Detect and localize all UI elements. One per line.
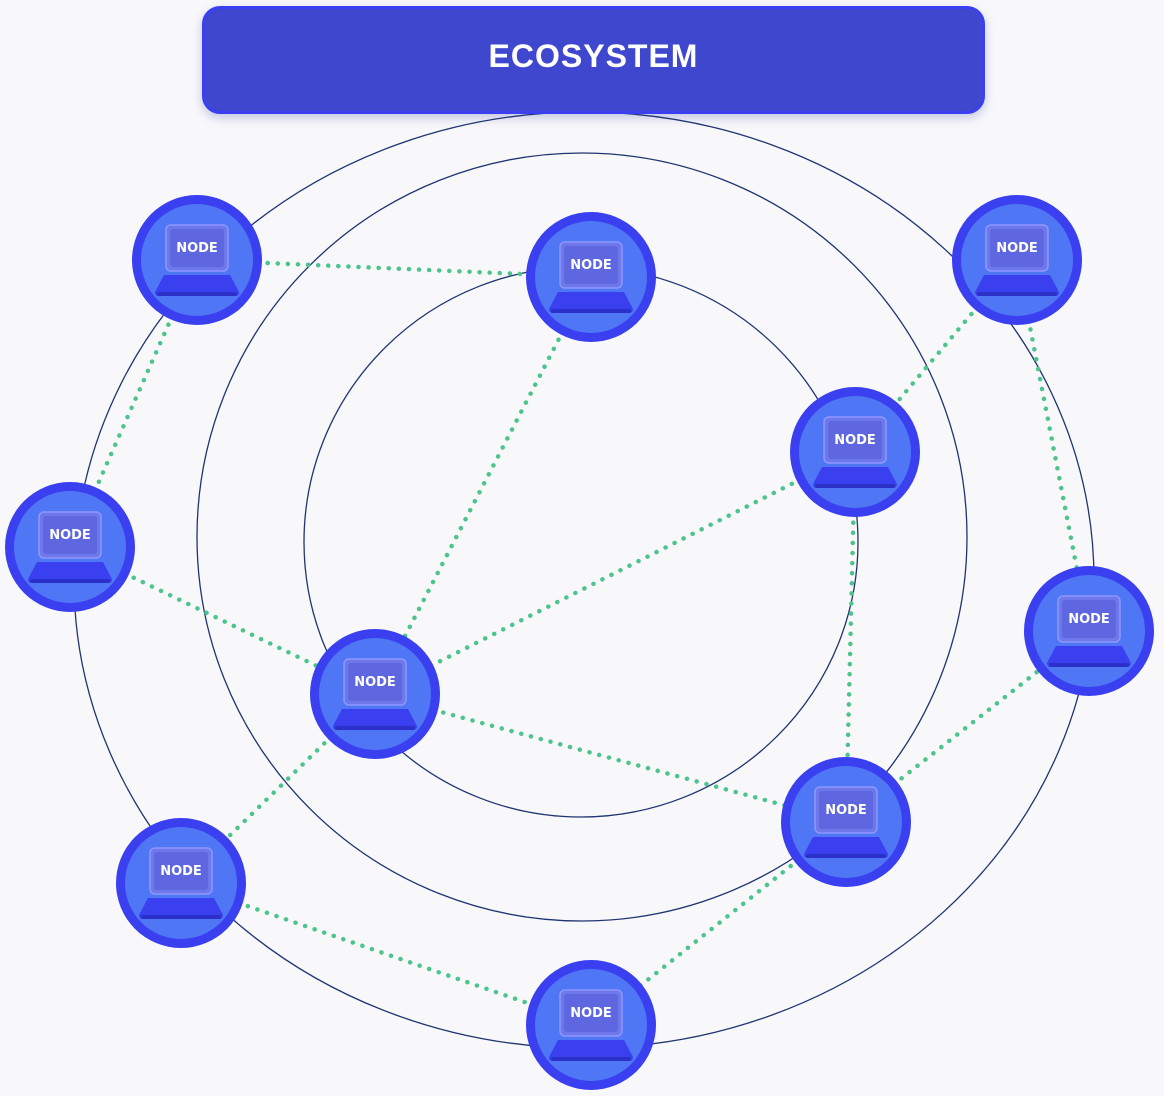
node-label: NODE	[354, 675, 396, 690]
link-n6-n8	[372, 691, 849, 825]
laptop-icon	[28, 511, 112, 583]
page-title: ECOSYSTEM	[488, 37, 699, 74]
node-label: NODE	[570, 1006, 612, 1021]
node-6[interactable]: NODE	[310, 629, 440, 759]
laptop-icon	[155, 224, 239, 296]
node-3[interactable]: NODE	[952, 195, 1082, 325]
node-5[interactable]: NODE	[790, 387, 920, 517]
link-n2-n6	[372, 274, 594, 697]
laptop-icon	[549, 241, 633, 313]
node-2[interactable]: NODE	[526, 212, 656, 342]
node-label: NODE	[176, 241, 218, 256]
link-n7-n10	[178, 880, 594, 1028]
node-label: NODE	[49, 528, 91, 543]
node-label: NODE	[834, 433, 876, 448]
node-4[interactable]: NODE	[5, 482, 135, 612]
title-banner: ECOSYSTEM	[202, 6, 985, 114]
node-9[interactable]: NODE	[1024, 566, 1154, 696]
node-label: NODE	[570, 258, 612, 273]
orbit-ring-2	[196, 152, 968, 922]
laptop-icon	[975, 224, 1059, 296]
node-label: NODE	[1068, 612, 1110, 627]
node-label: NODE	[160, 864, 202, 879]
laptop-icon	[139, 847, 223, 919]
node-label: NODE	[825, 803, 867, 818]
node-10[interactable]: NODE	[526, 960, 656, 1090]
node-7[interactable]: NODE	[116, 818, 246, 948]
laptop-icon	[813, 416, 897, 488]
node-1[interactable]: NODE	[132, 195, 262, 325]
laptop-icon	[549, 989, 633, 1061]
node-group: NODE NODE NODE NODE NODE NODE NODE NODE NODE NODE	[5, 195, 1154, 1090]
node-label: NODE	[996, 241, 1038, 256]
node-8[interactable]: NODE	[781, 757, 911, 887]
laptop-icon	[1047, 595, 1131, 667]
laptop-icon	[333, 658, 417, 730]
link-n5-n6	[372, 449, 858, 697]
laptop-icon	[804, 786, 888, 858]
